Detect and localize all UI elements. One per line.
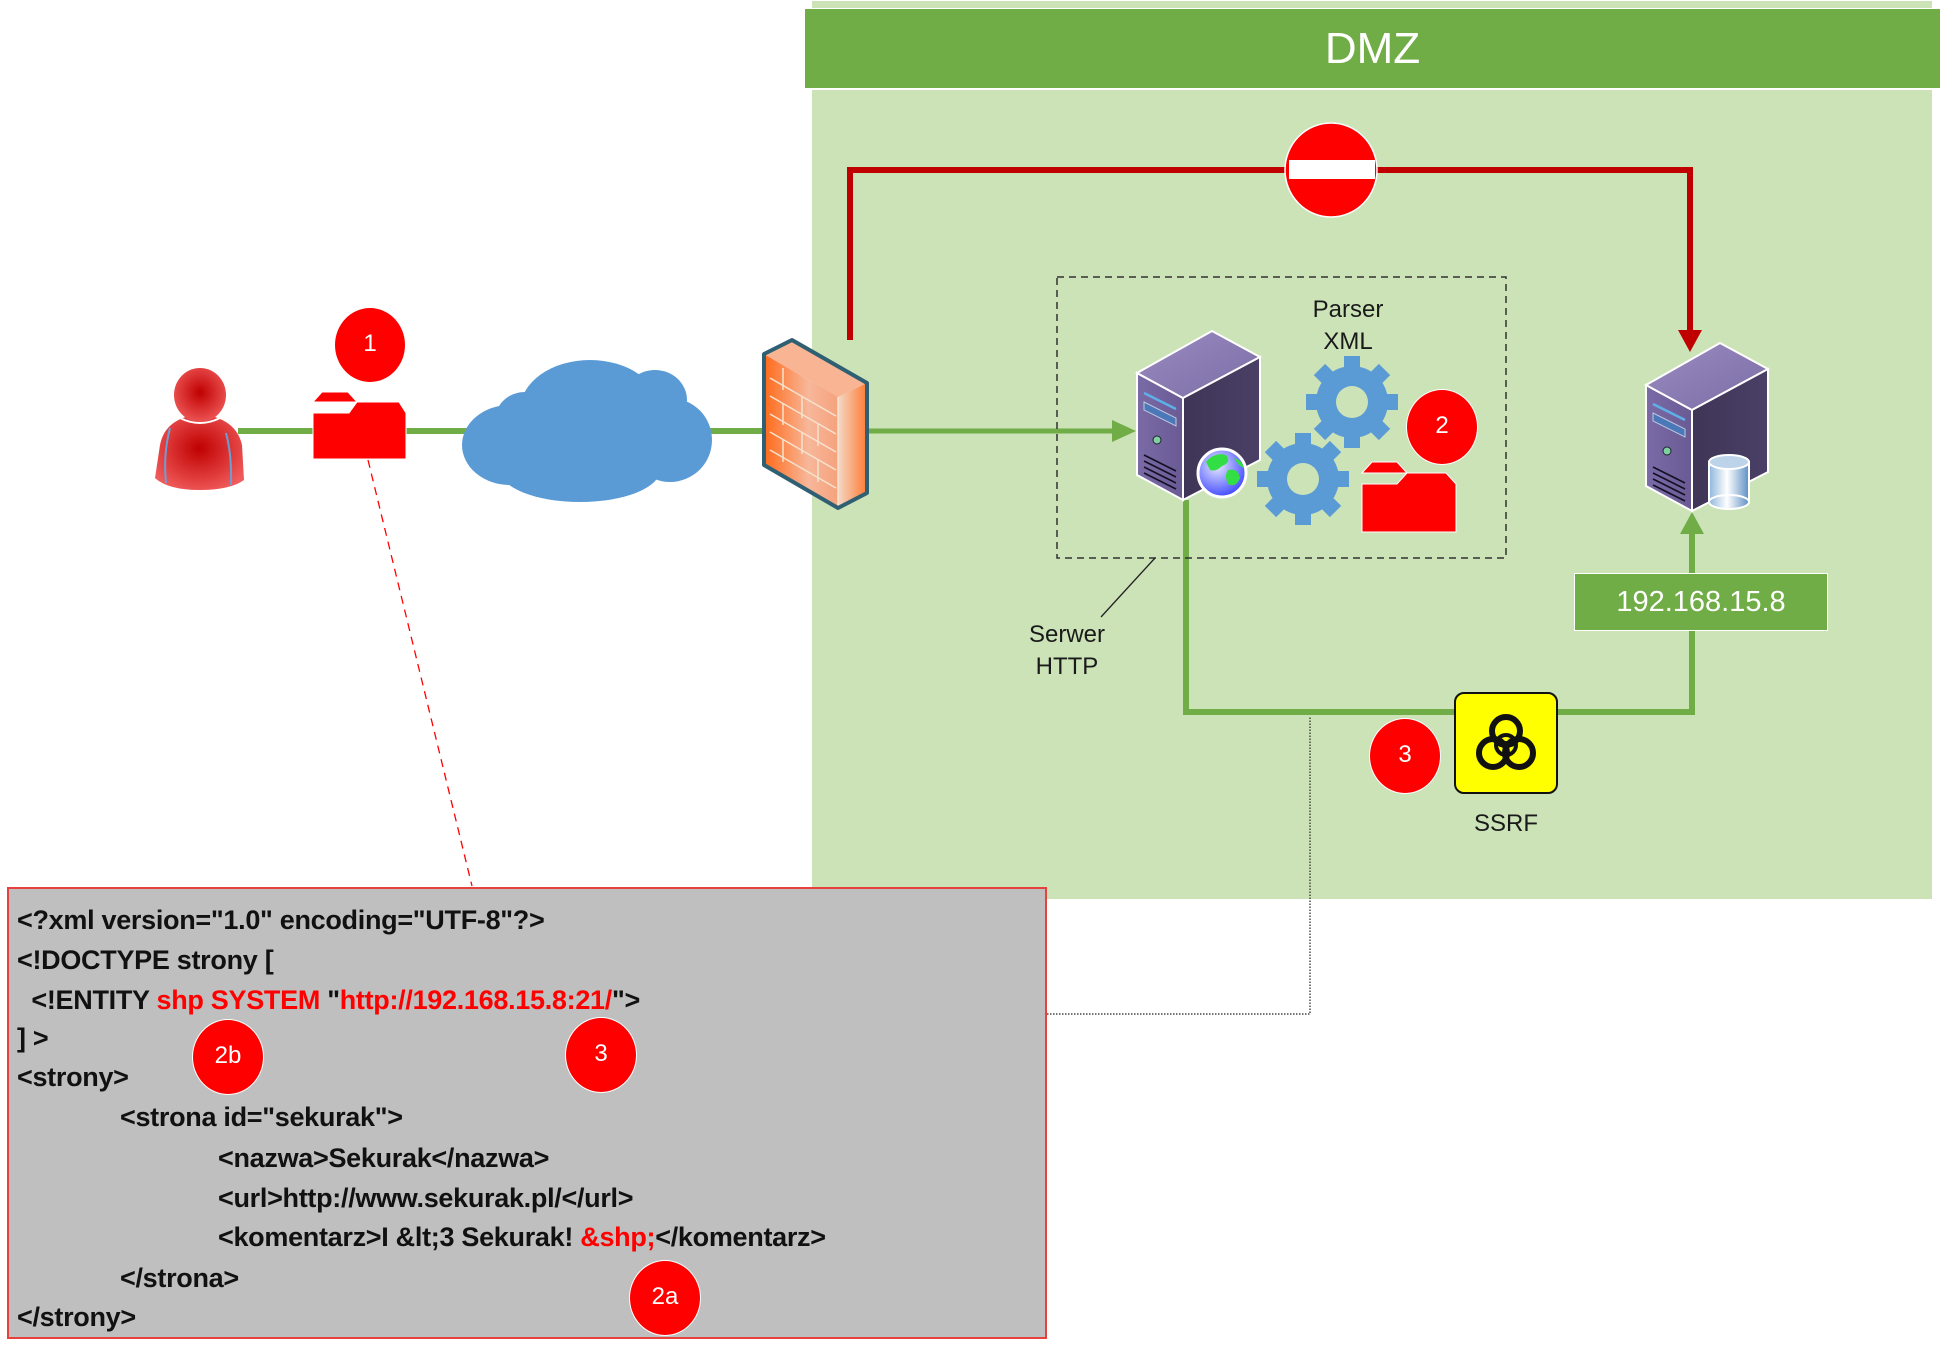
server-label-line2: HTTP xyxy=(1035,653,1099,680)
flow-server-arrowhead xyxy=(1112,420,1136,442)
code-entity-name: shp SYSTEM xyxy=(156,985,321,1015)
code-line-10: </strona> xyxy=(120,1263,239,1293)
no-entry-icon xyxy=(1284,122,1378,218)
flow-db-arrowhead xyxy=(1680,512,1704,534)
firewall-icon xyxy=(762,338,869,510)
badge-step-2b: 2b xyxy=(192,1019,264,1095)
parser-label-line2: XML xyxy=(1323,328,1373,355)
code-line-3: <!ENTITY shp SYSTEM "http://192.168.15.8… xyxy=(17,983,640,1017)
code-line-2: <!DOCTYPE strony [ xyxy=(17,945,274,975)
code-entity-reference: &shp; xyxy=(580,1222,656,1252)
dmz-top-strip xyxy=(812,1,1932,8)
parser-label: Parser XML xyxy=(1298,294,1398,358)
blocked-arrowhead xyxy=(1678,330,1702,352)
database-server-icon xyxy=(1643,341,1771,513)
code-line-7: <nazwa>Sekurak</nazwa> xyxy=(218,1143,550,1173)
code-line-11: </strony> xyxy=(17,1302,136,1332)
payload-connector xyxy=(367,459,473,887)
code-comment-close: </komentarz> xyxy=(655,1222,826,1252)
code-comment-text: <komentarz>I &lt;3 Sekurak! xyxy=(218,1222,581,1252)
code-quote-close: "> xyxy=(611,985,640,1015)
payload-folder-icon xyxy=(311,391,407,460)
parsed-folder-icon xyxy=(1360,461,1457,533)
http-server-group xyxy=(1056,276,1507,559)
xml-payload-box xyxy=(7,887,1047,1339)
code-line-6: <strona id="sekurak"> xyxy=(120,1102,403,1132)
badge-step-2: 2 xyxy=(1406,389,1478,465)
badge-step-2a: 2a xyxy=(629,1260,701,1336)
code-line-9: <komentarz>I &lt;3 Sekurak! &shp;</komen… xyxy=(218,1220,826,1254)
code-entity-url: http://192.168.15.8:21/ xyxy=(339,985,613,1015)
blocked-path xyxy=(847,167,1693,340)
biohazard-icon xyxy=(1454,692,1558,794)
globe-icon xyxy=(1196,447,1248,499)
parser-label-line1: Parser xyxy=(1312,296,1384,323)
target-ip-box: 192.168.15.8 xyxy=(1574,573,1828,631)
dmz-header xyxy=(805,9,1940,88)
code-line-5: <strony> xyxy=(17,1062,129,1092)
server-label: Serwer HTTP xyxy=(1017,619,1117,683)
code-quote-open: " xyxy=(320,985,340,1015)
badge-step-3-diagram: 3 xyxy=(1369,718,1441,794)
badge-step-1: 1 xyxy=(334,307,406,383)
code-line-1: <?xml version="1.0" encoding="UTF-8"?> xyxy=(17,905,545,935)
code-entity-keyword: <!ENTITY xyxy=(17,985,157,1015)
server-label-leader xyxy=(1100,557,1156,618)
badge-step-3-code: 3 xyxy=(565,1017,637,1093)
server-label-line1: Serwer xyxy=(1028,621,1106,648)
code-line-4: ] > xyxy=(17,1023,49,1053)
cloud-icon xyxy=(462,360,712,502)
user-icon xyxy=(155,368,244,490)
code-line-8: <url>http://www.sekurak.pl/</url> xyxy=(218,1183,634,1213)
gears-icon xyxy=(1257,356,1398,525)
ssrf-label: SSRF xyxy=(1473,810,1538,837)
dmz-title: DMZ xyxy=(1324,24,1421,73)
